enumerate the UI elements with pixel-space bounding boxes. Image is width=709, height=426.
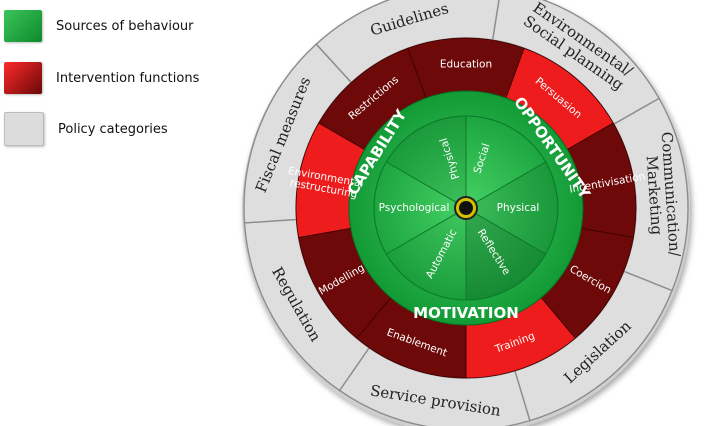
legend-item-sources: Sources of behaviour bbox=[4, 8, 194, 44]
sources-inner-circle bbox=[373, 115, 559, 301]
behaviour-change-wheel: Environmental/Social planningCommunicati… bbox=[242, 0, 690, 426]
intervention-ring bbox=[295, 37, 637, 379]
component-psychological-line: Psychological bbox=[379, 202, 450, 214]
intervention-label-education: Education bbox=[440, 59, 492, 71]
legend-swatch-red bbox=[4, 62, 42, 94]
hub-center bbox=[459, 201, 473, 215]
legend-item-policy: Policy categories bbox=[4, 111, 168, 147]
legend-label: Policy categories bbox=[58, 121, 168, 137]
motivation-label-line: MOTIVATION bbox=[413, 304, 519, 322]
legend-label: Sources of behaviour bbox=[56, 18, 194, 34]
legend-label: Intervention functions bbox=[56, 70, 200, 86]
legend-swatch-green bbox=[4, 10, 42, 42]
legend-swatch-grey bbox=[4, 112, 44, 146]
intervention-label-education-line: Education bbox=[440, 59, 492, 71]
motivation-label: MOTIVATION bbox=[413, 304, 519, 322]
legend-item-interventions: Intervention functions bbox=[4, 60, 199, 96]
component-psychological: Psychological bbox=[379, 202, 450, 214]
component-physical-opportunity: Physical bbox=[497, 202, 540, 214]
legend: Sources of behaviour Intervention functi… bbox=[0, 0, 240, 160]
policy-label-communication-marketing-line: Marketing bbox=[643, 155, 666, 236]
component-physical-opportunity-line: Physical bbox=[497, 202, 540, 214]
policy-ring bbox=[243, 0, 689, 426]
